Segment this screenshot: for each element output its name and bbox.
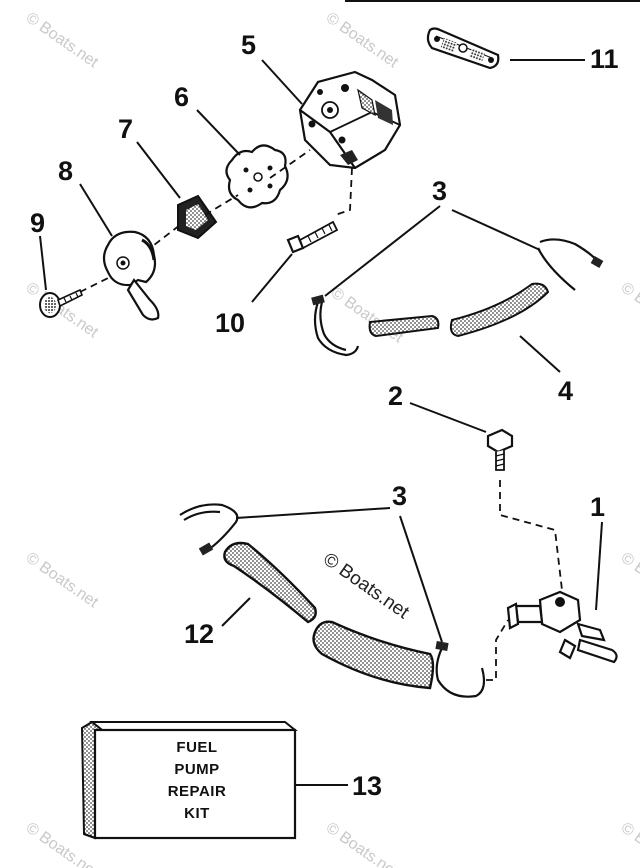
watermark-text: © Boats.net — [323, 819, 402, 868]
watermark-main: © Boats.net — [319, 549, 413, 624]
callout-4: 4 — [558, 376, 573, 406]
leader-6 — [196, 109, 241, 156]
callout-2: 2 — [388, 381, 403, 411]
part-8-pump-cover — [102, 230, 160, 321]
watermark-text: © Boats.net — [618, 819, 640, 868]
part-13-repair-kit: FUEL PUMP REPAIR KIT — [80, 720, 298, 840]
part-7-valve-gasket — [177, 194, 218, 240]
part-6-diaphragm — [225, 144, 289, 209]
watermark-text: © Boats.net — [618, 279, 640, 341]
callout-1: 1 — [590, 492, 605, 522]
leader-3-upper-right — [451, 209, 541, 251]
part-1-fuel-connector — [506, 590, 618, 664]
watermark-text: © Boats.net — [323, 9, 402, 71]
leader-2 — [409, 402, 487, 433]
leader-3-lower-left — [235, 507, 391, 519]
part-11-gasket — [426, 27, 500, 70]
part-5-fuel-pump-body — [298, 70, 402, 170]
callout-12: 12 — [184, 619, 214, 649]
leader-8 — [79, 183, 113, 237]
part-3-clamp-upper — [311, 238, 604, 357]
assembly-line-bolt — [499, 480, 563, 591]
part-12-hose — [223, 541, 435, 690]
watermark-text: © Boats.net — [618, 549, 640, 611]
callout-3-lower: 3 — [392, 481, 407, 511]
callout-3-upper: 3 — [432, 176, 447, 206]
watermark-text: © Boats.net — [23, 9, 102, 71]
kit-label-line2: PUMP — [174, 761, 219, 778]
assembly-line-screw — [79, 277, 109, 293]
leader-1 — [595, 521, 603, 611]
callout-11: 11 — [590, 44, 619, 74]
callout-5: 5 — [241, 30, 256, 60]
kit-label-line4: KIT — [184, 805, 210, 822]
kit-label-line3: REPAIR — [168, 783, 227, 800]
part-3-clamp-lower — [179, 503, 486, 698]
leader-10 — [251, 253, 293, 303]
part-2-bolt — [486, 428, 514, 471]
callout-10: 10 — [215, 308, 245, 338]
leader-3-upper-left — [324, 205, 441, 297]
watermark-text: © Boats.net — [23, 549, 102, 611]
kit-label-line1: FUEL — [176, 739, 217, 756]
callout-8: 8 — [58, 156, 73, 186]
leader-12 — [221, 597, 251, 627]
leader-3-lower-right — [399, 515, 443, 643]
part-10-screw — [286, 220, 339, 254]
leader-5 — [261, 59, 303, 105]
part-4-hose — [368, 282, 550, 338]
leader-4 — [519, 335, 561, 373]
leader-7 — [136, 141, 181, 199]
leader-9 — [39, 235, 47, 291]
callout-7: 7 — [118, 114, 133, 144]
assembly-line-hose — [486, 619, 509, 681]
watermark-text: © Boats.net — [23, 279, 102, 341]
callout-6: 6 — [174, 82, 189, 112]
callout-9: 9 — [30, 208, 45, 238]
callout-13: 13 — [352, 771, 382, 801]
part-9-screw — [39, 288, 84, 318]
